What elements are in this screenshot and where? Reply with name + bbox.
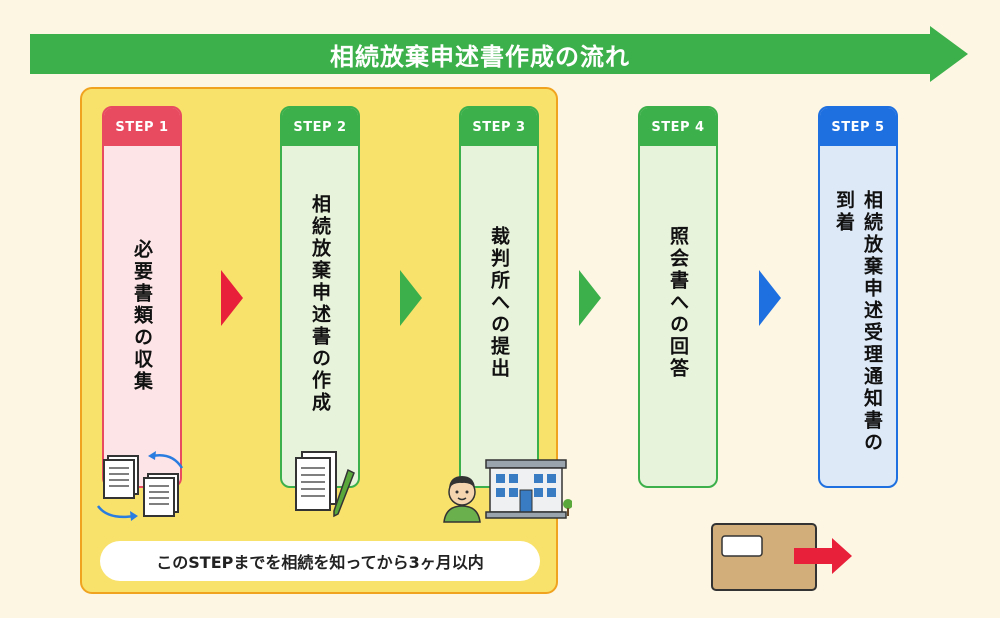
flow-arrow-banner bbox=[30, 26, 968, 82]
step-5-text: 相続放棄申述受理通知書の 到着 bbox=[833, 190, 883, 454]
step-1-card: STEP 1 必要書類の収集 bbox=[102, 106, 182, 488]
chevron-right-icon bbox=[759, 270, 781, 326]
step-3-card: STEP 3 裁判所への提出 bbox=[459, 106, 539, 488]
step-1-text: 必要書類の収集 bbox=[131, 239, 153, 393]
step-5-card: STEP 5 相続放棄申述受理通知書の 到着 bbox=[818, 106, 898, 488]
flow-title: 相続放棄申述書作成の流れ bbox=[330, 42, 630, 71]
step-5-label: STEP 5 bbox=[820, 108, 896, 146]
document-pen-icon bbox=[295, 451, 355, 518]
envelope-arrow-icon bbox=[711, 523, 852, 591]
step-4-card: STEP 4 照会書への回答 bbox=[638, 106, 718, 488]
chevron-right-icon bbox=[400, 270, 422, 326]
step-3-label: STEP 3 bbox=[461, 108, 537, 146]
step-2-card: STEP 2 相続放棄申述書の作成 bbox=[280, 106, 360, 488]
step-4-label: STEP 4 bbox=[640, 108, 716, 146]
documents-exchange-icon bbox=[96, 451, 184, 521]
step-2-label: STEP 2 bbox=[282, 108, 358, 146]
step-4-text: 照会書への回答 bbox=[667, 226, 689, 380]
chevron-right-icon bbox=[579, 270, 601, 326]
chevron-right-icon bbox=[221, 270, 243, 326]
step-3-text: 裁判所への提出 bbox=[488, 226, 510, 380]
courthouse-person-icon bbox=[443, 459, 572, 523]
step-2-text: 相続放棄申述書の作成 bbox=[309, 194, 331, 414]
deadline-note: このSTEPまでを相続を知ってから3ヶ月以内 bbox=[100, 541, 540, 581]
step-1-label: STEP 1 bbox=[104, 108, 180, 146]
